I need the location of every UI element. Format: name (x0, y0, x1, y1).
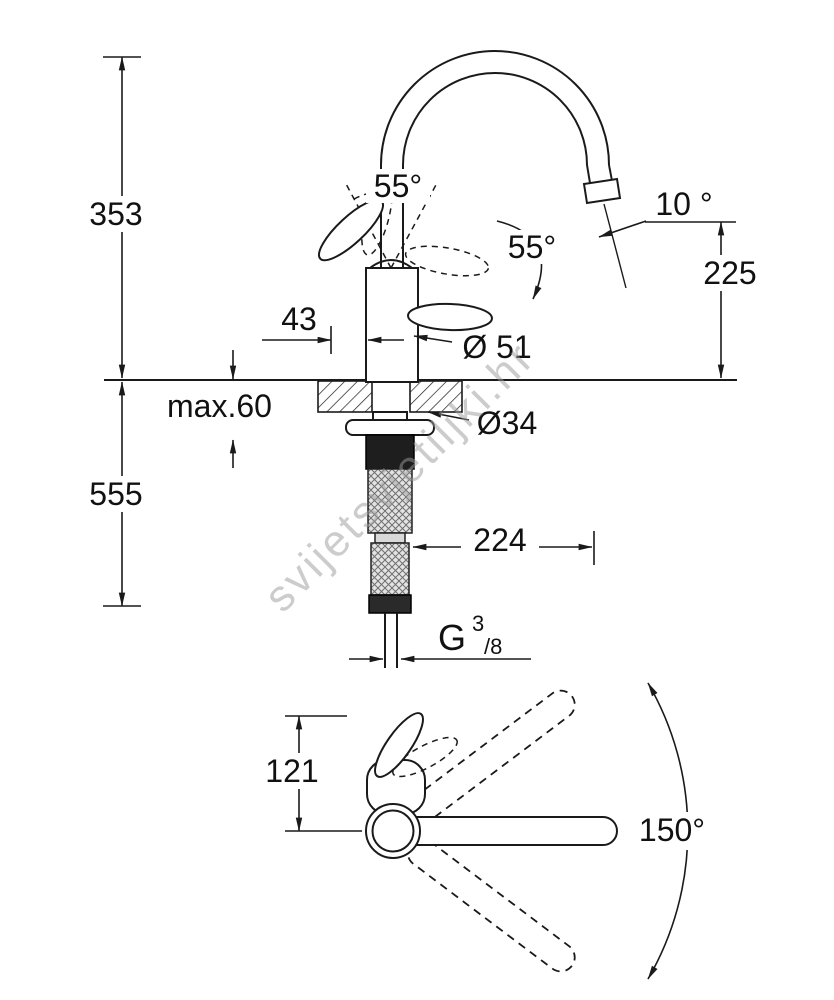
dim-outlet-height: 225 10 ° (598, 186, 767, 379)
dim-label-121: 121 (265, 753, 318, 789)
dim-max-deck-thickness: max.60 (160, 350, 292, 468)
spout-outlet (582, 177, 622, 205)
handle-dome (369, 259, 413, 269)
dim-hose-length: 555 (83, 381, 149, 607)
dim-label-224: 224 (473, 522, 526, 558)
dim-spout-reach: 224 (412, 522, 595, 565)
top-view (365, 682, 689, 980)
dim-label-555: 555 (89, 476, 142, 512)
spout-arm-dashed-down (406, 837, 576, 973)
dim-hole-diameter: Ø34 (427, 405, 537, 441)
dim-height-above-deck: 353 (83, 56, 149, 379)
dim-thread: G 3 /8 (349, 611, 531, 663)
thread-label-g: G (438, 617, 466, 658)
handle-top-dashed (392, 736, 458, 778)
outlet-axis-line (603, 203, 627, 289)
dim-swivel-angle: 150° (629, 812, 715, 850)
dim-label-43: 43 (281, 301, 317, 337)
dim-label-10deg: 10 ° (655, 186, 712, 222)
handle-lever-down (407, 302, 493, 332)
deck-hatch-left (317, 380, 373, 413)
thread-label-numerator: 3 (472, 611, 484, 636)
faucet-body (365, 165, 419, 383)
dim-label-150: 150° (639, 812, 705, 848)
top-view-dimensions: 121 150° (259, 715, 715, 850)
thread-label-denominator: /8 (484, 634, 502, 659)
dim-body-diameter: Ø 51 (413, 329, 532, 365)
under-deck-assembly (345, 411, 435, 668)
dim-label-225: 225 (703, 255, 756, 291)
spout-arc (380, 50, 627, 289)
dim-handle-swivel-top: 55° (366, 168, 430, 204)
side-view-dimensions: 353 555 225 10 ° 55° 55° (83, 56, 767, 663)
dim-handle-swivel-front: 55° (500, 229, 564, 265)
spout-arm-dashed-up (406, 689, 576, 825)
dim-label-55-front: 55° (508, 229, 556, 265)
dim-label-max60: max.60 (167, 388, 272, 424)
dim-label-55-top: 55° (374, 168, 422, 204)
dim-label-d34: Ø34 (477, 405, 537, 441)
hose-connector (374, 532, 406, 544)
handle-dashed-right (404, 245, 490, 277)
braided-hose-lower (370, 542, 410, 596)
dim-label-353: 353 (89, 196, 142, 232)
handle-top (374, 712, 424, 778)
side-view (104, 50, 737, 668)
dim-handle-height: 121 (259, 715, 362, 832)
braided-hose-upper (367, 468, 413, 534)
dim-label-d51: Ø 51 (462, 329, 531, 365)
mounting-nut (365, 434, 415, 470)
hose-fitting (368, 594, 412, 614)
dim-handle-offset: 43 (262, 301, 404, 354)
body-circle-inner (371, 809, 415, 853)
